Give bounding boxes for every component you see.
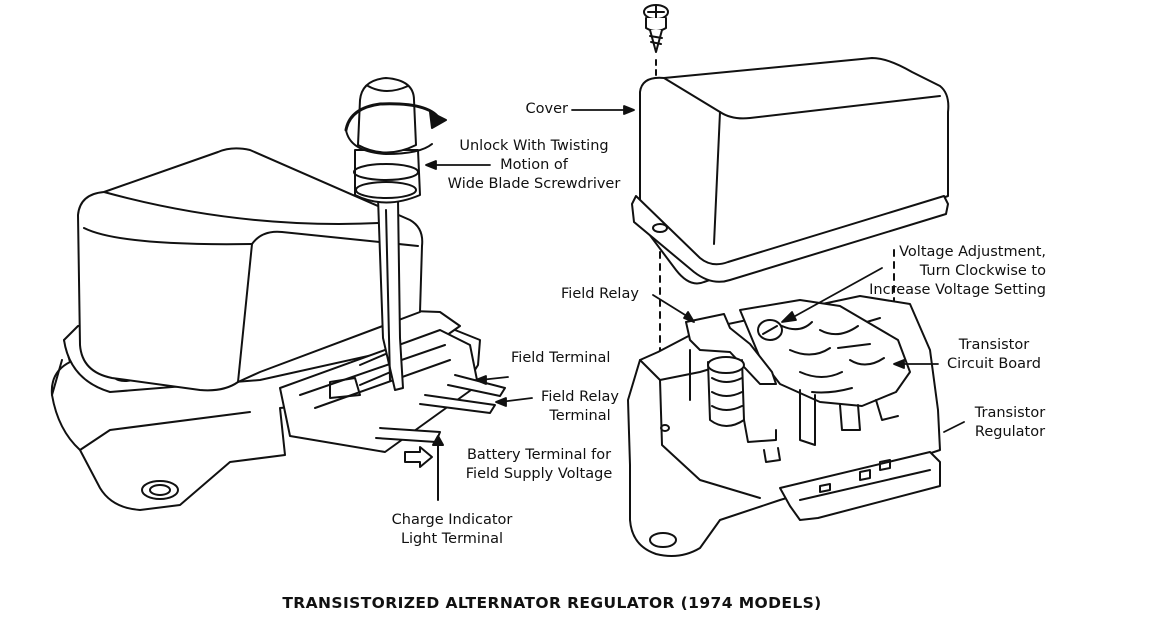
left-regulator: [52, 78, 505, 510]
leader-lines: [426, 106, 964, 432]
label-field-relay-terminal: Field Relay Terminal: [541, 389, 619, 424]
label-transistor-regulator: Transistor Regulator: [974, 405, 1046, 440]
label-voltage-adjustment: Voltage Adjustment, Turn Clockwise to In…: [869, 244, 1046, 298]
label-field-terminal: Field Terminal: [511, 350, 611, 366]
label-circuit-board: Transistor Circuit Board: [947, 337, 1041, 372]
figure-caption: TRANSISTORIZED ALTERNATOR REGULATOR (197…: [282, 594, 822, 612]
label-field-relay: Field Relay: [561, 286, 639, 302]
field-relay-terminal-pin: [420, 395, 495, 413]
label-unlock-screwdriver: Unlock With Twisting Motion of Wide Blad…: [447, 138, 621, 192]
screwdriver: [346, 78, 446, 390]
label-charge-indicator: Charge Indicator Light Terminal: [391, 512, 513, 547]
field-relay: [686, 314, 776, 442]
label-cover: Cover: [525, 101, 568, 117]
label-battery-terminal: Battery Terminal for Field Supply Voltag…: [465, 447, 613, 482]
right-regulator: [628, 5, 948, 556]
cover-screw: [644, 5, 668, 52]
right-cover: [640, 58, 948, 284]
left-mount-hole: [142, 481, 178, 499]
right-cover-flange: [632, 196, 948, 282]
